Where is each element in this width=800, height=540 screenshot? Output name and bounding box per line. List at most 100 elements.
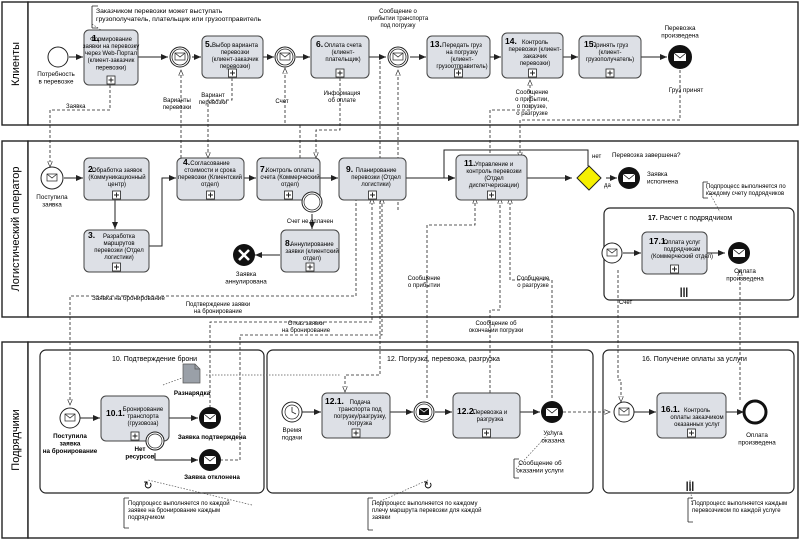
intermediate-event-transport[interactable] (387, 46, 409, 68)
expand-plus-icon[interactable] (305, 262, 315, 272)
end-event-16[interactable] (742, 399, 768, 425)
end-event-cancelled[interactable] (233, 244, 255, 266)
task-6-pay-invoice[interactable]: 6. Оплата счета(клиент-плательщик) (310, 35, 370, 79)
sequence-flows-contractors (80, 409, 744, 463)
end-event-confirmed[interactable] (199, 407, 221, 429)
expand-plus-icon[interactable] (112, 262, 121, 272)
expand-plus-icon[interactable] (228, 68, 237, 78)
start-event-need[interactable] (47, 46, 69, 68)
subprocess-number: 10. (112, 356, 122, 363)
timer-boundary-event[interactable] (301, 191, 323, 213)
end-event-request-done[interactable] (618, 167, 640, 189)
task-number: 16.1. (661, 404, 680, 414)
subprocess-12-frame (266, 349, 594, 494)
end-event-17[interactable] (728, 242, 750, 264)
expand-plus-icon[interactable] (482, 428, 491, 438)
message-label: Заявка (66, 104, 86, 110)
expand-plus-icon[interactable] (112, 190, 121, 200)
loop-marker-icon: ↻ (423, 480, 432, 492)
gateway-no-label: нет (592, 154, 601, 160)
task-15-accept-cargo[interactable]: 15. Принять груз(клиент-грузополучатель) (578, 35, 642, 79)
task-number: 13. (430, 39, 442, 49)
end-event-transport-done[interactable] (668, 45, 692, 69)
end-event-label: Заявка подтверждена (178, 434, 247, 441)
expand-plus-icon[interactable] (670, 264, 679, 274)
expand-plus-icon[interactable] (106, 75, 116, 85)
start-event-16[interactable] (613, 401, 635, 423)
start-event-booking[interactable] (59, 407, 81, 429)
expand-plus-icon[interactable] (487, 190, 496, 200)
end-event-service-done[interactable] (541, 401, 563, 423)
subprocess-title: Погрузка, перевозка, разгрузка (399, 356, 500, 363)
expand-plus-icon[interactable] (368, 190, 377, 200)
gateway-transport-complete[interactable] (576, 165, 602, 191)
collapsed-markers (106, 68, 696, 441)
intermediate-event-invoice[interactable] (274, 46, 296, 68)
task-number: 14. (505, 36, 517, 46)
expand-plus-icon[interactable] (206, 190, 215, 200)
expand-plus-icon[interactable] (605, 68, 615, 78)
expand-plus-icon[interactable] (351, 428, 361, 438)
document-label: Разнарядка (174, 390, 211, 397)
expand-plus-icon[interactable] (130, 431, 140, 441)
end-event-rejected[interactable] (199, 449, 221, 471)
sequence-flows-logistics (64, 149, 725, 258)
task-number: 1. (92, 33, 99, 43)
lane-title: Логистический оператор (10, 166, 22, 291)
expand-plus-icon[interactable] (284, 190, 293, 200)
expand-plus-icon[interactable] (528, 68, 537, 78)
expand-plus-icon[interactable] (335, 68, 345, 78)
subprocess-17-title: 17. Расчет с подрядчиком (648, 215, 732, 222)
task-number: 6. (316, 39, 323, 49)
timer-start-event[interactable] (281, 401, 303, 423)
loop-marker-icon: ↻ (143, 480, 152, 492)
task-number: 7. (260, 164, 267, 174)
expand-plus-icon[interactable] (454, 68, 463, 78)
task-label: Принять груз(клиент-грузополучатель) (586, 43, 634, 63)
subprocess-10-title: 10. Подтверждение брони (112, 355, 197, 363)
error-boundary-event[interactable] (145, 431, 165, 451)
task-number: 11. (464, 158, 475, 168)
start-event-request[interactable] (40, 166, 64, 190)
expand-plus-icon[interactable] (687, 428, 696, 438)
intermediate-event-12[interactable] (413, 401, 435, 423)
start-event-17[interactable] (601, 242, 623, 264)
intermediate-event-variants[interactable] (169, 46, 191, 68)
